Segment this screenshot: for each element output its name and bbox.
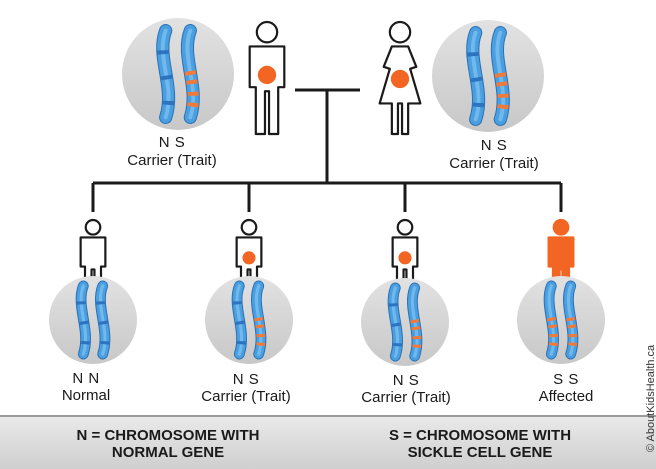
- legend-sickle-line2: SICKLE CELL GENE: [407, 444, 553, 461]
- legend-normal-line2: NORMAL GENE: [111, 444, 225, 461]
- normal-chromosome: [95, 280, 111, 360]
- person-head: [552, 218, 570, 236]
- person-body: [378, 45, 422, 136]
- legend-bar: N = CHROMOSOME WITH NORMAL GENE S = CHRO…: [0, 415, 656, 469]
- person-head: [388, 20, 412, 44]
- sickle-gene-band: [181, 28, 199, 120]
- sickle-gene-band: [252, 284, 266, 356]
- chromosome-circle: [205, 276, 293, 364]
- child-3-chromosomes: [361, 278, 449, 366]
- parent-1-chromosomes: [122, 18, 234, 130]
- mother-figure: [378, 20, 422, 136]
- person-head: [255, 20, 279, 44]
- child-2-status: Carrier (Trait): [201, 388, 291, 405]
- parent-1-genotype: N S: [158, 134, 186, 151]
- sickle-chromosome: [543, 280, 559, 360]
- sickle-chromosome: [251, 280, 267, 360]
- child-2-genotype: N S: [232, 371, 260, 388]
- sickle-gene-band: [564, 284, 578, 356]
- sickle-chromosome: [490, 26, 510, 126]
- carrier-gene-dot: [257, 65, 277, 85]
- child-1-status: Normal: [61, 387, 111, 404]
- child-3-genotype: N S: [392, 372, 420, 389]
- carrier-gene-dot: [398, 251, 412, 265]
- normal-chromosome: [231, 280, 247, 360]
- parent-1-status: Carrier (Trait): [127, 152, 217, 169]
- normal-chromosome: [156, 24, 176, 124]
- child-1-genotype: N N: [72, 370, 100, 387]
- pedigree-lines: [91, 88, 563, 212]
- person-head: [396, 218, 414, 236]
- child-4-status: Affected: [538, 388, 594, 405]
- parent-2-genotype: N S: [480, 137, 508, 154]
- normal-chromosome: [466, 26, 486, 126]
- sickle-chromosome: [407, 282, 423, 362]
- sickle-gene-band: [544, 284, 558, 356]
- chromosome-circle: [361, 278, 449, 366]
- sickle-chromosome: [563, 280, 579, 360]
- father-figure: [248, 20, 286, 136]
- carrier-gene-dot: [242, 251, 256, 265]
- legend-sickle-line1: S = CHROMOSOME WITH: [388, 427, 572, 444]
- child-3-status: Carrier (Trait): [361, 389, 451, 406]
- person-body: [248, 45, 286, 136]
- sickle-chromosome: [180, 24, 200, 124]
- person-head: [240, 218, 258, 236]
- child-2-chromosomes: [205, 276, 293, 364]
- carrier-gene-dot: [390, 69, 410, 89]
- sickle-gene-band: [408, 286, 422, 358]
- chromosome-circle: [432, 20, 544, 132]
- sickle-gene-band: [491, 30, 509, 122]
- person-head: [84, 218, 102, 236]
- parent-2-chromosomes: [432, 20, 544, 132]
- legend-normal-gene: N = CHROMOSOME WITH NORMAL GENE: [77, 427, 260, 461]
- legend-sickle-gene: S = CHROMOSOME WITH SICKLE CELL GENE: [389, 427, 571, 461]
- normal-chromosome: [75, 280, 91, 360]
- copyright-text: © AboutKidsHealth.ca: [645, 344, 656, 452]
- child-4-genotype: S S: [553, 371, 579, 388]
- child-1-chromosomes: [49, 276, 137, 364]
- chromosome-circle: [122, 18, 234, 130]
- chromosome-circle: [49, 276, 137, 364]
- legend-normal-line1: N = CHROMOSOME WITH: [76, 427, 260, 444]
- normal-chromosome: [387, 282, 403, 362]
- chromosome-circle: [517, 276, 605, 364]
- parent-2-status: Carrier (Trait): [449, 155, 539, 172]
- child-4-chromosomes: [517, 276, 605, 364]
